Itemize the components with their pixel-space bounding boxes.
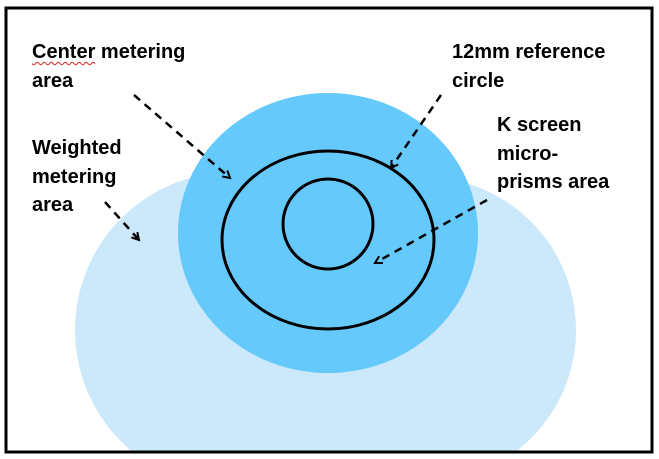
- label-center-metering: Center metering area: [32, 38, 185, 95]
- label-text: K screen: [497, 114, 582, 136]
- label-text: metering: [32, 165, 117, 188]
- label-text: area: [32, 69, 74, 92]
- reference-circle-12mm: [220, 149, 436, 331]
- label-text: prisms area: [497, 171, 610, 193]
- label-reference-circle: 12mm reference circle: [452, 38, 605, 95]
- label-text: metering: [95, 41, 186, 63]
- label-text: Weighted: [32, 137, 122, 159]
- label-microprisms: K screen micro- prisms area: [497, 111, 609, 197]
- label-weighted-metering: Weighted metering area: [32, 134, 122, 220]
- label-text: circle: [452, 69, 505, 92]
- label-text: 12mm reference: [452, 41, 606, 63]
- arrow-reference-circle: [391, 94, 443, 168]
- label-text: micro-: [497, 142, 559, 165]
- microprisms-circle: [281, 177, 375, 271]
- label-text: area: [32, 194, 74, 216]
- label-text: Center: [32, 41, 96, 63]
- arrow-microprisms: [375, 198, 488, 265]
- arrow-weighted-metering: [104, 201, 139, 240]
- arrow-center-metering: [133, 94, 230, 178]
- frame-border: [4, 6, 654, 454]
